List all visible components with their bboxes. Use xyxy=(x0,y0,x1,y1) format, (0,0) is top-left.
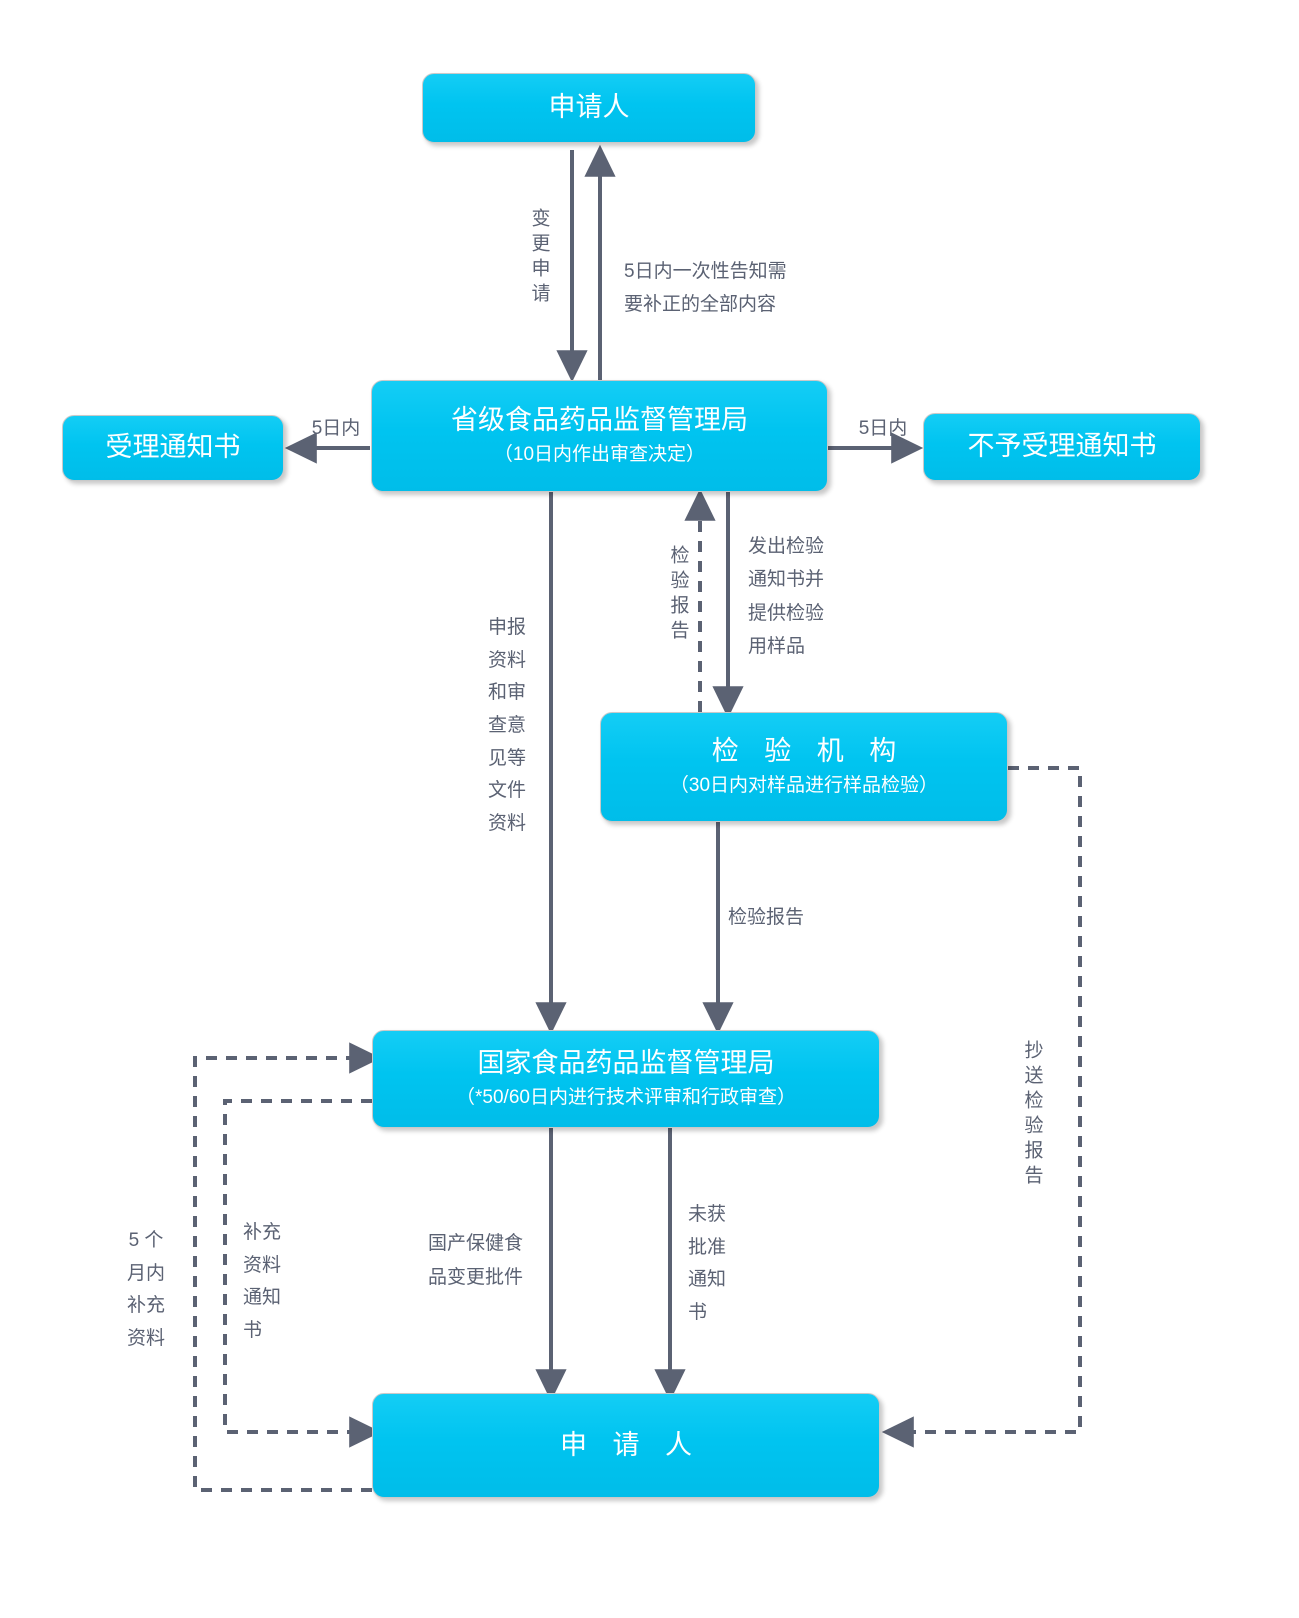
label-domestic-approval: 国产保健食 品变更批件 xyxy=(428,1233,524,1289)
label-not-approved-notice: 未获 批准 通知 书 xyxy=(688,1204,727,1324)
node-testing-agency-title: 检 验 机 构 xyxy=(711,736,906,767)
node-applicant-bottom[interactable]: 申 请 人 xyxy=(372,1393,880,1498)
node-receipt-notice[interactable]: 受理通知书 xyxy=(62,415,284,481)
node-testing-agency[interactable]: 检 验 机 构 （30日内对样品进行样品检验） xyxy=(600,712,1008,822)
edge-testing-cc-to-applicant xyxy=(881,766,1082,1448)
node-national-fda-title: 国家食品药品监督管理局 xyxy=(477,1048,775,1079)
node-provincial-fda[interactable]: 省级食品药品监督管理局 （10日内作出审查决定） xyxy=(371,380,828,492)
node-applicant-bottom-title: 申 请 人 xyxy=(559,1429,701,1460)
label-issue-test-notice: 发出检验 通知书并 提供检验 用样品 xyxy=(748,536,825,657)
label-test-report-down: 检验报告 xyxy=(728,907,805,928)
label-cc-test-report: 抄送检验报告 xyxy=(1021,1040,1043,1190)
node-applicant-top[interactable]: 申请人 xyxy=(422,73,756,143)
node-testing-agency-subtitle: （30日内对样品进行样品检验） xyxy=(669,775,939,797)
label-change-application: 变更申请 xyxy=(528,208,550,308)
label-within5days-right: 5日内 xyxy=(858,418,908,439)
node-reject-notice[interactable]: 不予受理通知书 xyxy=(923,413,1201,481)
node-provincial-fda-title: 省级食品药品监督管理局 xyxy=(451,405,748,436)
label-supplement-notice: 补充 资料 通知 书 xyxy=(243,1222,282,1342)
label-notify-5days: 5日内一次性告知需 要补正的全部内容 xyxy=(624,261,787,316)
edge-national-supplement-notice xyxy=(223,1099,382,1448)
edge-applicant-supplement-to-national xyxy=(193,1042,382,1492)
label-submission-documents: 申报 资料 和审 查意 见等 文件 资料 xyxy=(487,617,526,835)
node-provincial-fda-subtitle: （10日内作出审查决定） xyxy=(493,444,706,466)
node-receipt-notice-title: 受理通知书 xyxy=(105,432,241,463)
node-applicant-top-title: 申请人 xyxy=(548,92,630,123)
label-within5days-left: 5日内 xyxy=(311,418,361,439)
node-reject-notice-title: 不予受理通知书 xyxy=(967,431,1157,462)
node-national-fda-subtitle: （*50/60日内进行技术评审和行政审查） xyxy=(456,1087,796,1109)
label-supplement-5months: 5 个 月内 补充 资料 xyxy=(126,1230,165,1350)
node-national-fda[interactable]: 国家食品药品监督管理局 （*50/60日内进行技术评审和行政审查） xyxy=(372,1030,880,1128)
label-test-report-up: 检验报告 xyxy=(667,545,689,645)
